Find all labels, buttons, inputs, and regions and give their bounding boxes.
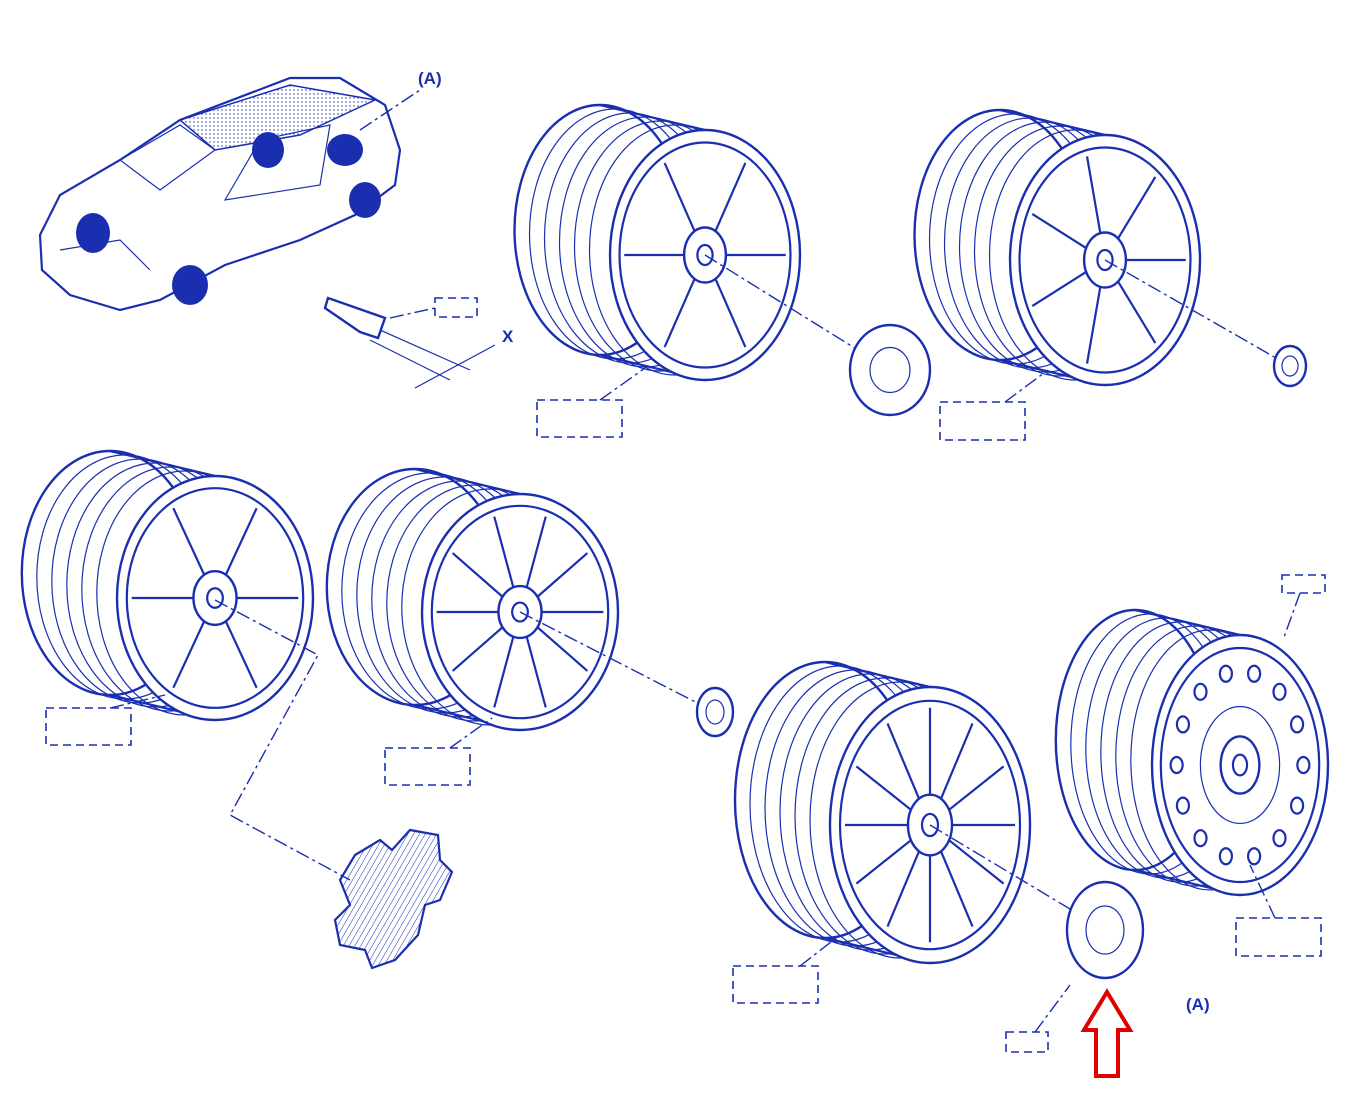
callout-a-top: (A) <box>418 69 442 88</box>
wheel-location-marker <box>76 132 381 305</box>
center-cap <box>1272 344 1308 388</box>
callout-a-bottom: (A) <box>1186 995 1210 1014</box>
center-cap <box>848 323 932 417</box>
dimension-x-label: X <box>502 327 514 346</box>
wheel-bolt: X <box>323 296 514 389</box>
highlight-arrow-up <box>1080 988 1134 1078</box>
part-number-boxes <box>45 367 1326 1053</box>
part-number-box <box>434 297 478 318</box>
steel-wheel <box>1054 608 1330 897</box>
alloy-wheel-6-spoke <box>513 103 932 417</box>
center-cap <box>695 686 735 738</box>
alloy-wheel-star <box>913 108 1308 388</box>
vehicle-illustration: (A) <box>38 69 442 312</box>
alloy-wheel-multi-spoke <box>325 467 735 738</box>
steel-wheel-with-trim <box>733 660 1145 980</box>
center-cap <box>1065 880 1145 980</box>
star-center-cap <box>214 599 454 970</box>
alloy-wheel-curved-spoke <box>20 449 315 722</box>
